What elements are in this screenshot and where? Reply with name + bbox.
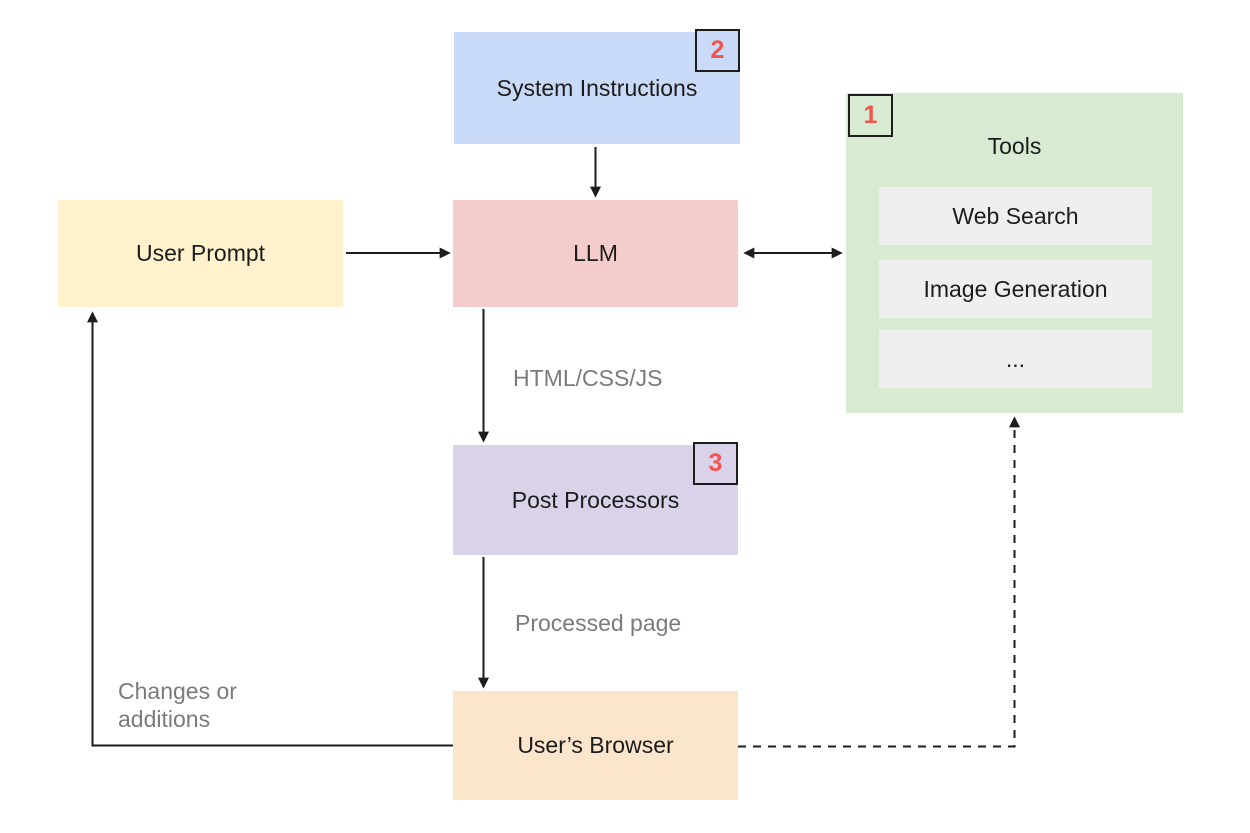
step-badge-2: 2 (695, 29, 740, 72)
node-system-instructions-label: System Instructions (496, 74, 698, 101)
edge-label-changes-line2: additions (118, 706, 211, 732)
step-badge-3: 3 (693, 442, 738, 485)
tool-item-ellipsis: ... (879, 330, 1152, 388)
node-llm: LLM (453, 200, 738, 307)
step-badge-1: 1 (848, 94, 893, 137)
node-tools-label: Tools (987, 133, 1042, 159)
node-user-prompt-label: User Prompt (135, 240, 266, 266)
node-system-instructions: System Instructions 2 (454, 29, 740, 144)
edge-browser-to-user-prompt (87, 311, 453, 747)
tool-item-image-generation: Image Generation (879, 260, 1152, 318)
tool-item-web-search: Web Search (879, 187, 1152, 245)
edge-label-processed-page: Processed page (515, 610, 682, 636)
node-llm-label: LLM (573, 240, 618, 266)
node-post-processors: Post Processors 3 (453, 442, 738, 555)
edge-label-html-css-js: HTML/CSS/JS (513, 365, 663, 391)
node-post-processors-label: Post Processors (511, 486, 680, 513)
node-users-browser: User’s Browser (453, 691, 738, 800)
node-tools: 1 Tools Web Search Image Generation ... (846, 93, 1183, 413)
node-user-prompt: User Prompt (58, 200, 343, 307)
edge-label-changes-or-additions: Changes or additions (118, 677, 237, 733)
node-users-browser-label: User’s Browser (517, 732, 674, 758)
edge-browser-to-tools-dashed (738, 416, 1020, 748)
edge-label-changes-line1: Changes or (118, 678, 237, 704)
